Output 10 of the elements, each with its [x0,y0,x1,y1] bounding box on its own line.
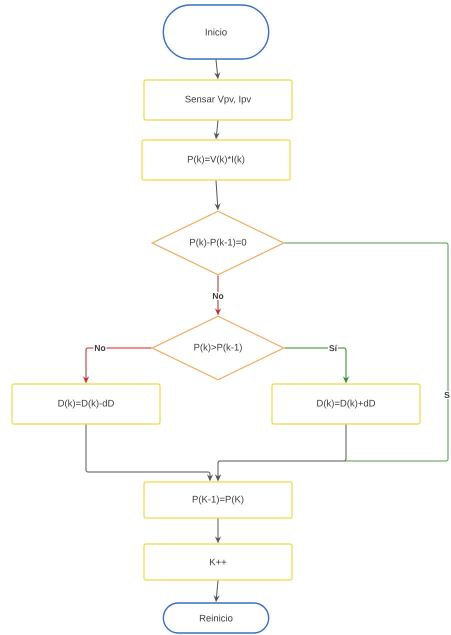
process-box: Sensar Vpv, Ipv [143,79,293,121]
edge-label: Sí [328,344,338,352]
process-box: K++ [143,543,293,581]
process-box: D(k)=D(k)+dD [271,383,421,425]
edge-label: S [443,391,451,400]
process-box: P(k)=V(k)*I(k) [141,139,291,181]
edge-label: No [93,344,107,352]
edge-label: No [211,292,225,300]
process-box: D(k)=D(k)-dD [11,383,161,425]
process-box: P(K-1)=P(K) [143,481,293,519]
